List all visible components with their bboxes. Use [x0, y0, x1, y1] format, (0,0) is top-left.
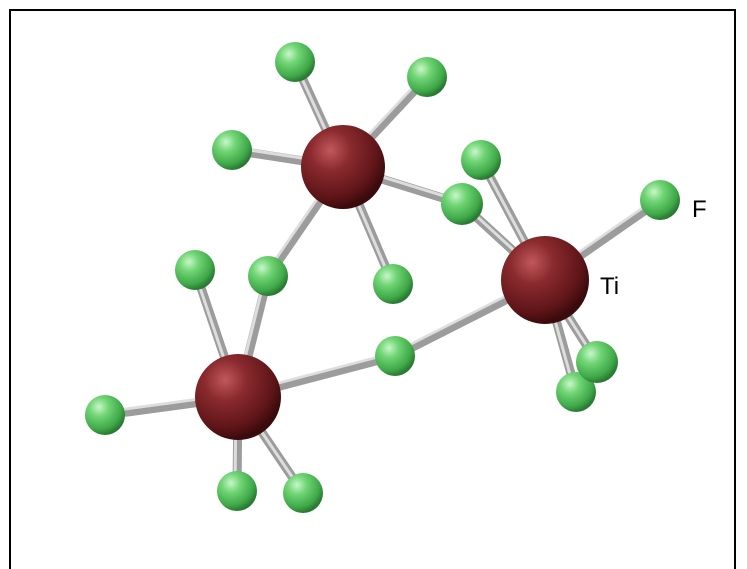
- fluorine-atom: [248, 256, 288, 296]
- fluorine-atom: [175, 250, 215, 290]
- fluorine-atom: [441, 183, 483, 225]
- fluorine-atom: [212, 130, 252, 170]
- fluorine-atom: [407, 57, 447, 97]
- fluorine-atom: [283, 473, 323, 513]
- titanium-atoms: [195, 125, 385, 440]
- figure-frame: [9, 9, 736, 569]
- fluorine-atom: [373, 264, 413, 304]
- titanium-atom: [301, 125, 385, 209]
- fluorine-atom: [375, 336, 415, 376]
- fluorine-atom: [85, 395, 125, 435]
- titanium-atoms-front: [501, 236, 589, 324]
- fluorine-atoms-foreground: [576, 180, 680, 383]
- fluorine-atom: [217, 471, 257, 511]
- fluorine-atoms: [85, 42, 596, 513]
- fluorine-atom: [275, 42, 315, 82]
- fluorine-atoms-front: [441, 183, 483, 225]
- titanium-label: Ti: [600, 273, 619, 300]
- fluorine-atom: [576, 341, 618, 383]
- titanium-atom: [501, 236, 589, 324]
- fluorine-atom: [640, 180, 680, 220]
- titanium-atom: [195, 354, 281, 440]
- fluorine-label: F: [692, 196, 707, 223]
- fluorine-atom: [461, 140, 501, 180]
- fluorine-atom: [556, 372, 596, 412]
